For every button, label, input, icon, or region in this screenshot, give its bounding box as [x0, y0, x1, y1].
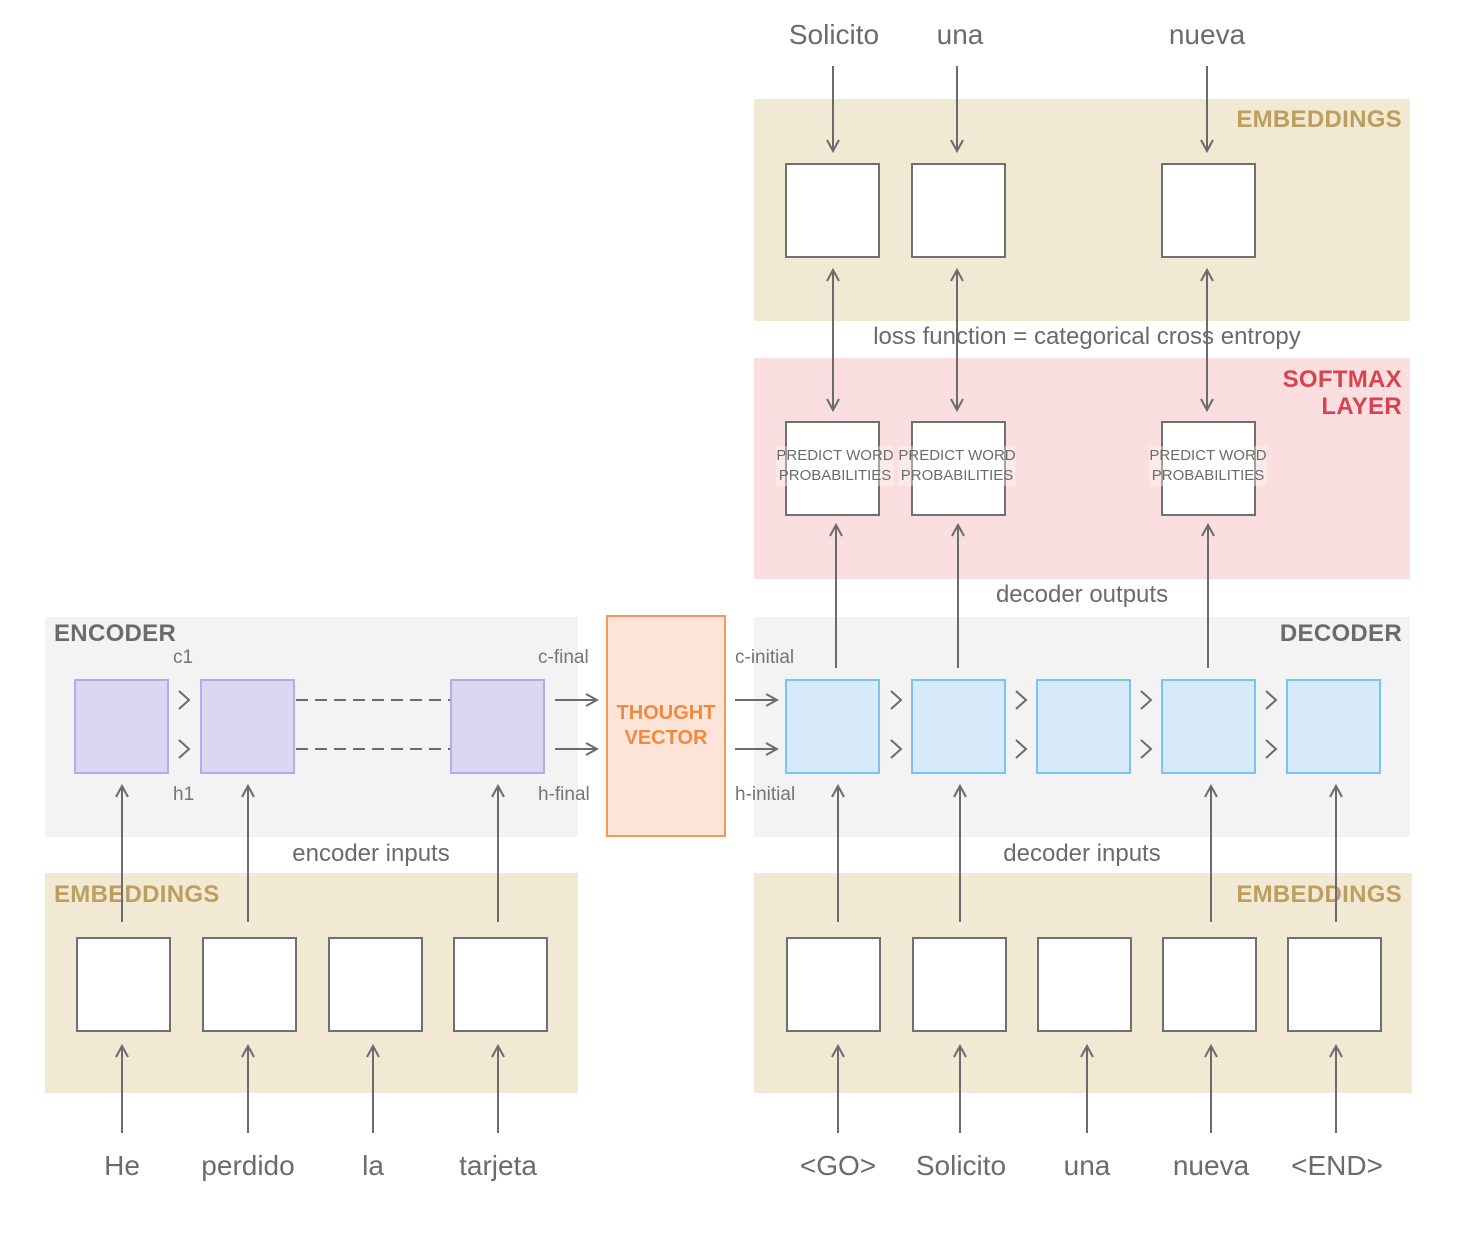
predict-label-2: PREDICT WORD PROBABILITIES [898, 446, 1016, 486]
decoder-embedding-box-1 [786, 937, 881, 1032]
encoder-cell-1 [74, 679, 169, 774]
decoder-embedding-box-5 [1287, 937, 1382, 1032]
encoder-cell-2 [200, 679, 295, 774]
chevron-right-icon [178, 739, 191, 759]
encoder-input-word: la [362, 1150, 384, 1181]
chevron-right-icon [1140, 690, 1153, 710]
thought-line2: VECTOR [624, 727, 708, 749]
decoder-input-word: Solicito [915, 1150, 1007, 1181]
encoder-input-word: perdido [201, 1150, 295, 1181]
decoder-input-word: <GO> [799, 1150, 877, 1181]
predict-line1: PREDICT WORD [1149, 447, 1267, 464]
predict-line1: PREDICT WORD [776, 447, 894, 464]
decoder-cell-1 [785, 679, 880, 774]
chevron-right-icon [178, 690, 191, 710]
target-embedding-box-3 [1161, 163, 1256, 258]
decoder-input-word: nueva [1172, 1150, 1250, 1181]
predict-line2: PROBABILITIES [778, 467, 892, 484]
encoder-embeddings-title: EMBEDDINGS [54, 881, 220, 908]
target-embeddings-title: EMBEDDINGS [1236, 106, 1402, 133]
encoder-embedding-box-4 [453, 937, 548, 1032]
chevron-right-icon [890, 690, 903, 710]
predict-line1: PREDICT WORD [898, 447, 1016, 464]
target-word: Solicito [788, 19, 880, 50]
softmax-title-line1: SOFTMAX [1282, 366, 1402, 393]
label-h-initial: h-initial [735, 784, 796, 805]
label-h1: h1 [173, 784, 195, 805]
label-c-final: c-final [538, 647, 589, 668]
softmax-box-1 [785, 421, 880, 516]
decoder-embedding-box-2 [912, 937, 1007, 1032]
decoder-embeddings-title: EMBEDDINGS [1236, 881, 1402, 908]
decoder-cell-3 [1036, 679, 1131, 774]
thought-vector: THOUGHT VECTOR [606, 615, 726, 837]
decoder-embedding-box-3 [1037, 937, 1132, 1032]
softmax-box-2 [911, 421, 1006, 516]
chevron-right-icon [1265, 739, 1278, 759]
label-c-initial: c-initial [735, 647, 795, 668]
decoder-embedding-box-4 [1162, 937, 1257, 1032]
loss-function-label: loss function = categorical cross entrop… [873, 323, 1301, 350]
predict-label-3: PREDICT WORD PROBABILITIES [1149, 446, 1267, 486]
encoder-embedding-box-2 [202, 937, 297, 1032]
encoder-embedding-box-1 [76, 937, 171, 1032]
softmax-box-3 [1161, 421, 1256, 516]
softmax-title-line2: LAYER [1321, 393, 1402, 420]
decoder-inputs-label: decoder inputs [1003, 840, 1161, 867]
target-embedding-box-1 [785, 163, 880, 258]
decoder-input-word: una [1063, 1150, 1111, 1181]
chevron-right-icon [890, 739, 903, 759]
label-c1: c1 [173, 647, 194, 668]
encoder-input-word: tarjeta [459, 1150, 537, 1181]
encoder-input-word: He [104, 1150, 140, 1181]
label-h-final: h-final [538, 784, 590, 805]
target-word: una [936, 19, 984, 50]
encoder-title: ENCODER [54, 620, 177, 647]
encoder-inputs-label: encoder inputs [292, 840, 450, 867]
predict-line2: PROBABILITIES [900, 467, 1014, 484]
decoder-outputs-label: decoder outputs [995, 581, 1169, 608]
decoder-cell-2 [911, 679, 1006, 774]
encoder-embedding-box-3 [328, 937, 423, 1032]
decoder-cell-4 [1161, 679, 1256, 774]
decoder-cell-5 [1286, 679, 1381, 774]
chevron-right-icon [1015, 690, 1028, 710]
decoder-input-word: <END> [1291, 1150, 1383, 1181]
chevron-right-icon [1140, 739, 1153, 759]
chevron-right-icon [1015, 739, 1028, 759]
target-word: nueva [1168, 19, 1246, 50]
target-embedding-box-2 [911, 163, 1006, 258]
predict-line2: PROBABILITIES [1151, 467, 1265, 484]
decoder-title: DECODER [1279, 620, 1402, 647]
predict-label-1: PREDICT WORD PROBABILITIES [776, 446, 894, 486]
encoder-cell-final [450, 679, 545, 774]
chevron-right-icon [1265, 690, 1278, 710]
thought-line1: THOUGHT [616, 702, 716, 724]
